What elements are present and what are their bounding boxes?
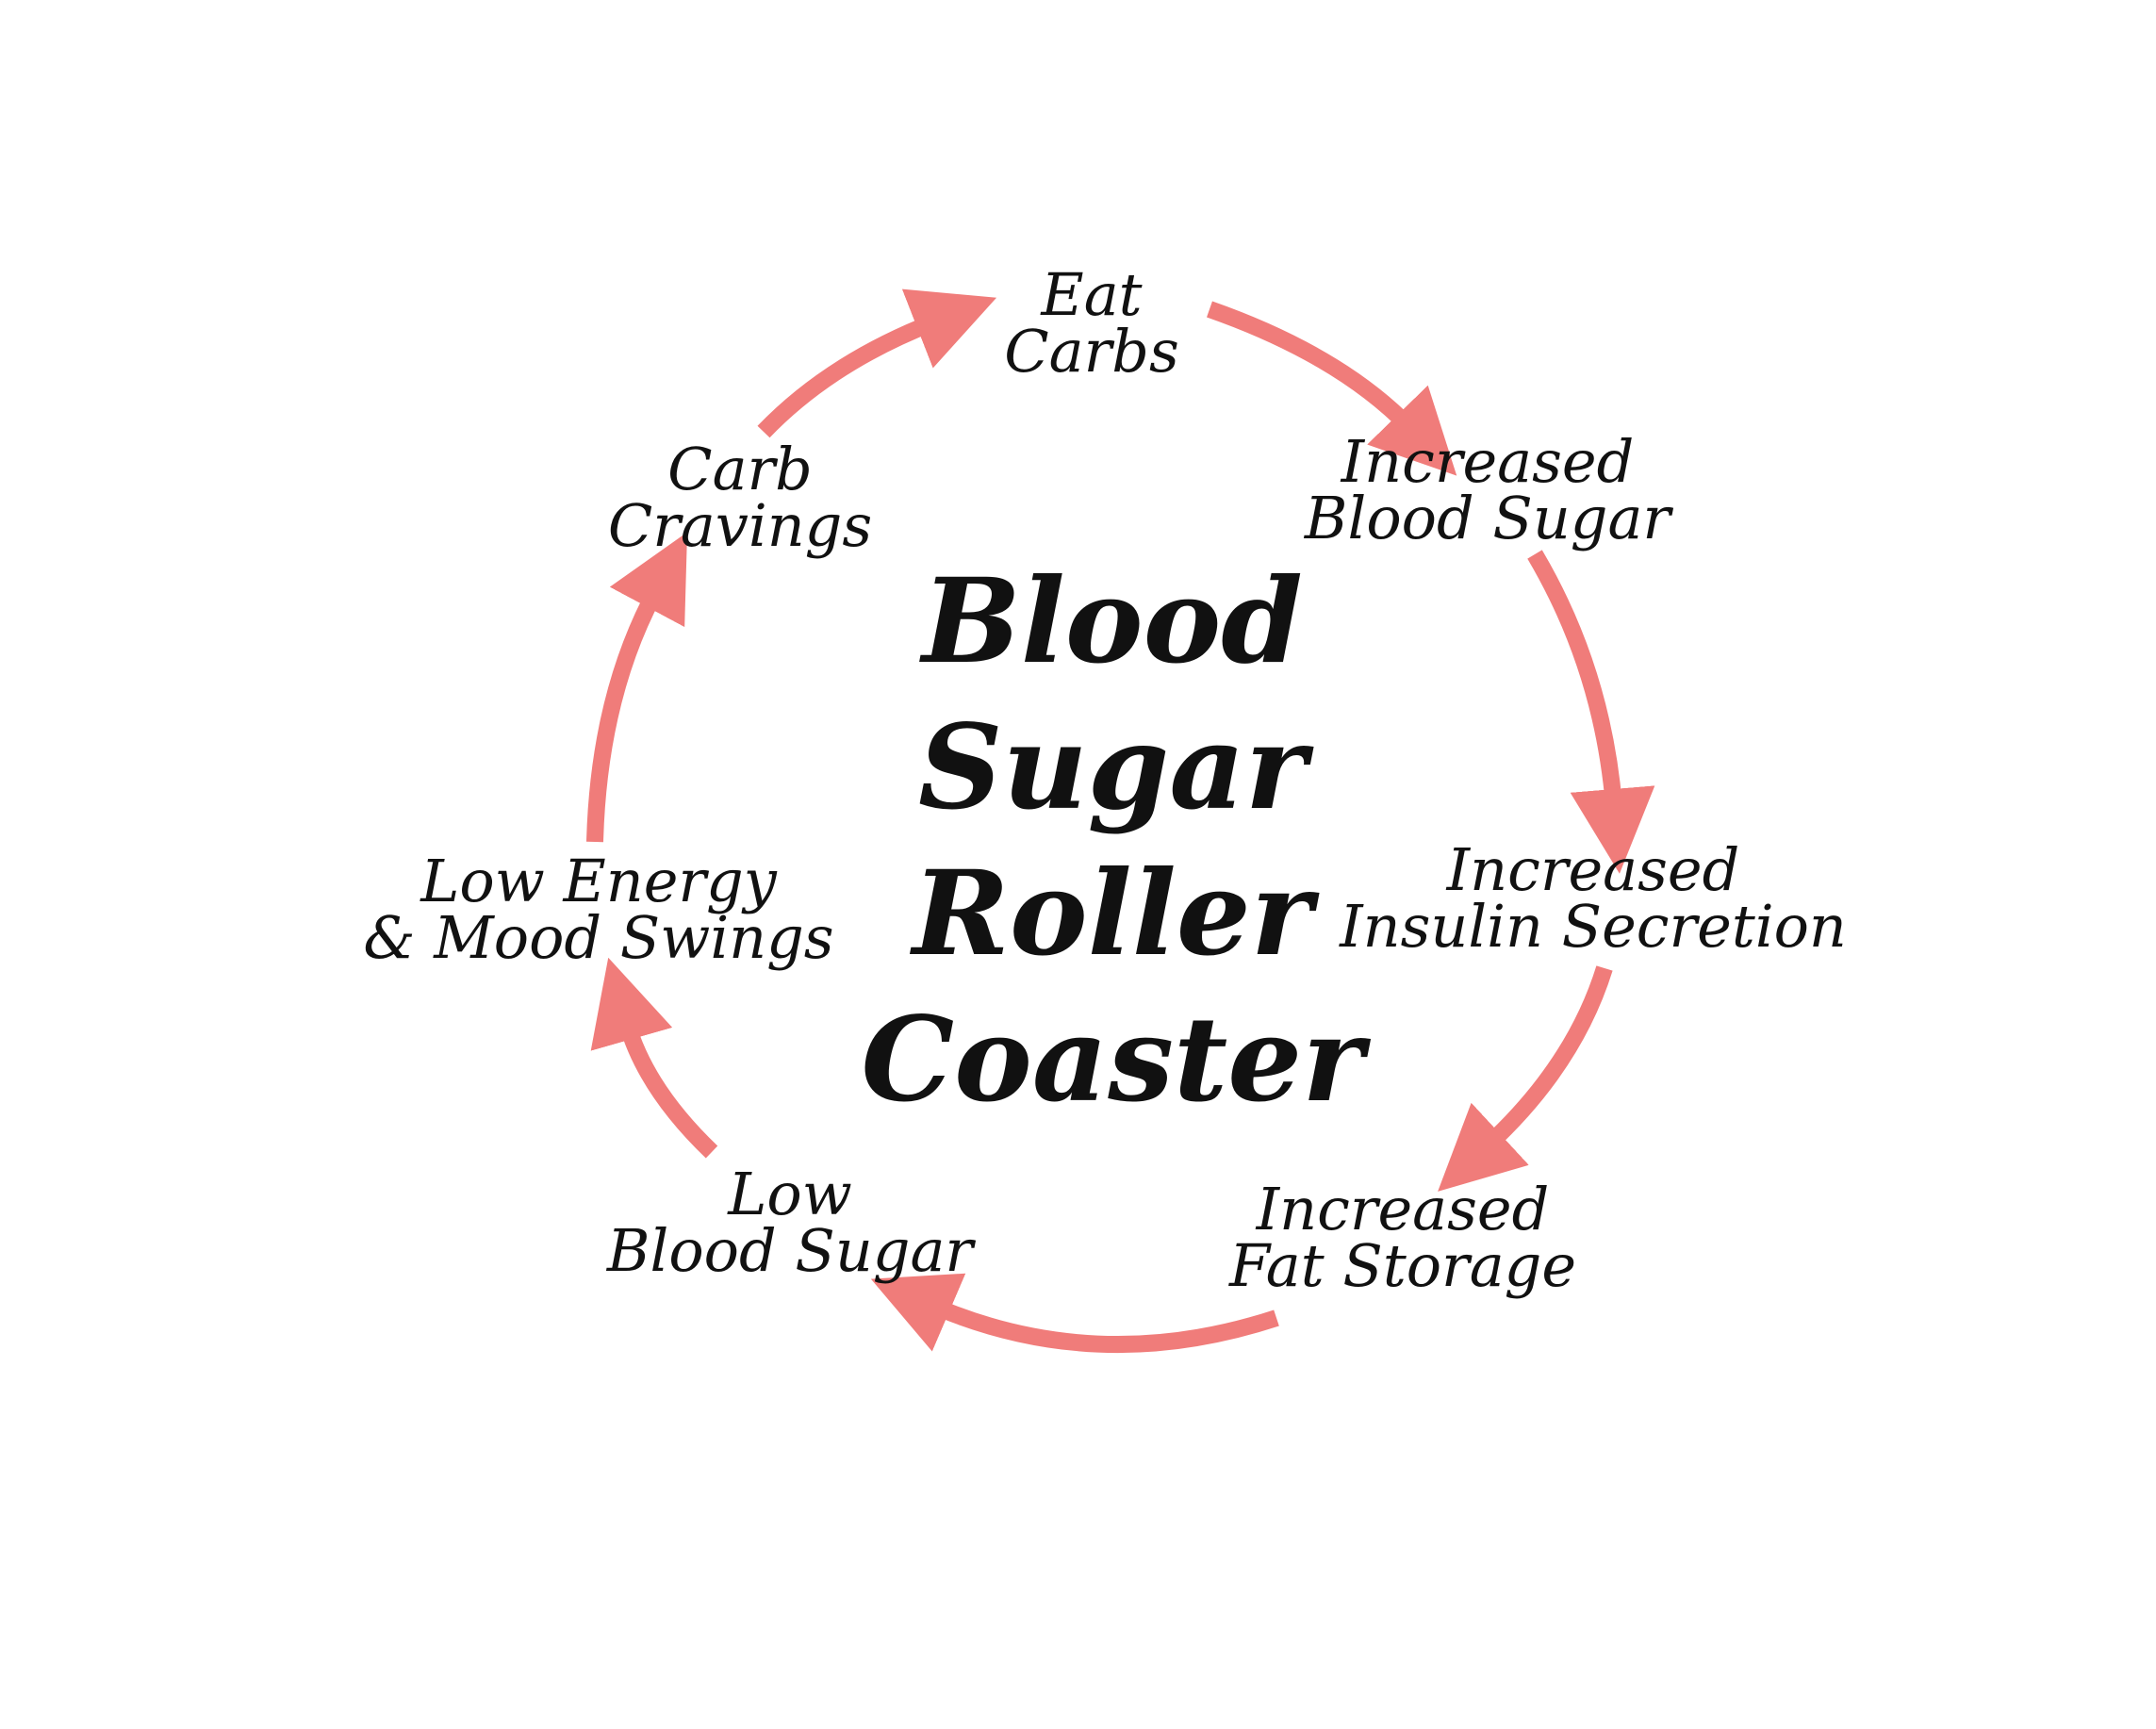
arrow-low-energy-to-carb-cravings: [586, 532, 687, 843]
stage-line: Increased: [1446, 835, 1740, 904]
title-line-2: Sugar: [917, 700, 1308, 836]
stage-line: Eat: [1041, 260, 1143, 329]
stage-increased-insulin-secretion: Increased Insulin Secretion: [1340, 835, 1847, 961]
stage-line: & Mood Swings: [363, 903, 834, 972]
stage-increased-blood-sugar: Increased Blood Sugar: [1304, 427, 1671, 552]
arrow-carb-cravings-to-eat-carbs: [757, 288, 997, 438]
arrow-increased-blood-sugar-to-insulin-secretion: [1527, 550, 1655, 874]
stage-line: Low Energy: [420, 847, 777, 915]
stage-line: Low: [728, 1160, 852, 1228]
stage-low-energy-mood-swings: Low Energy & Mood Swings: [363, 847, 834, 972]
stage-line: Carbs: [1004, 317, 1179, 386]
title-line-4: Coaster: [861, 992, 1364, 1128]
stage-line: Insulin Secretion: [1340, 892, 1847, 961]
stage-line: Carb: [667, 435, 813, 503]
arrow-low-blood-sugar-to-low-energy: [590, 957, 718, 1159]
arrow-insulin-secretion-to-fat-storage: [1438, 965, 1613, 1192]
stage-line: Increased: [1341, 427, 1635, 496]
stage-line: Fat Storage: [1228, 1231, 1577, 1300]
stage-increased-fat-storage: Increased Fat Storage: [1228, 1175, 1577, 1300]
stage-eat-carbs: Eat Carbs: [1004, 260, 1179, 386]
title-line-3: Roller: [912, 846, 1313, 982]
arrow-fat-storage-to-low-blood-sugar: [870, 1273, 1279, 1354]
stage-carb-cravings: Carb Cravings: [607, 435, 873, 560]
diagram-title: Blood Sugar Roller Coaster: [861, 549, 1363, 1133]
stage-line: Blood Sugar: [606, 1216, 974, 1285]
stage-line: Increased: [1256, 1175, 1550, 1243]
stage-line: Blood Sugar: [1304, 484, 1671, 552]
stage-low-blood-sugar: Low Blood Sugar: [606, 1160, 974, 1285]
arrow-eat-carbs-to-increased-blood-sugar: [1207, 301, 1457, 476]
stage-line: Cravings: [607, 491, 873, 560]
title-line-1: Blood: [921, 553, 1304, 690]
